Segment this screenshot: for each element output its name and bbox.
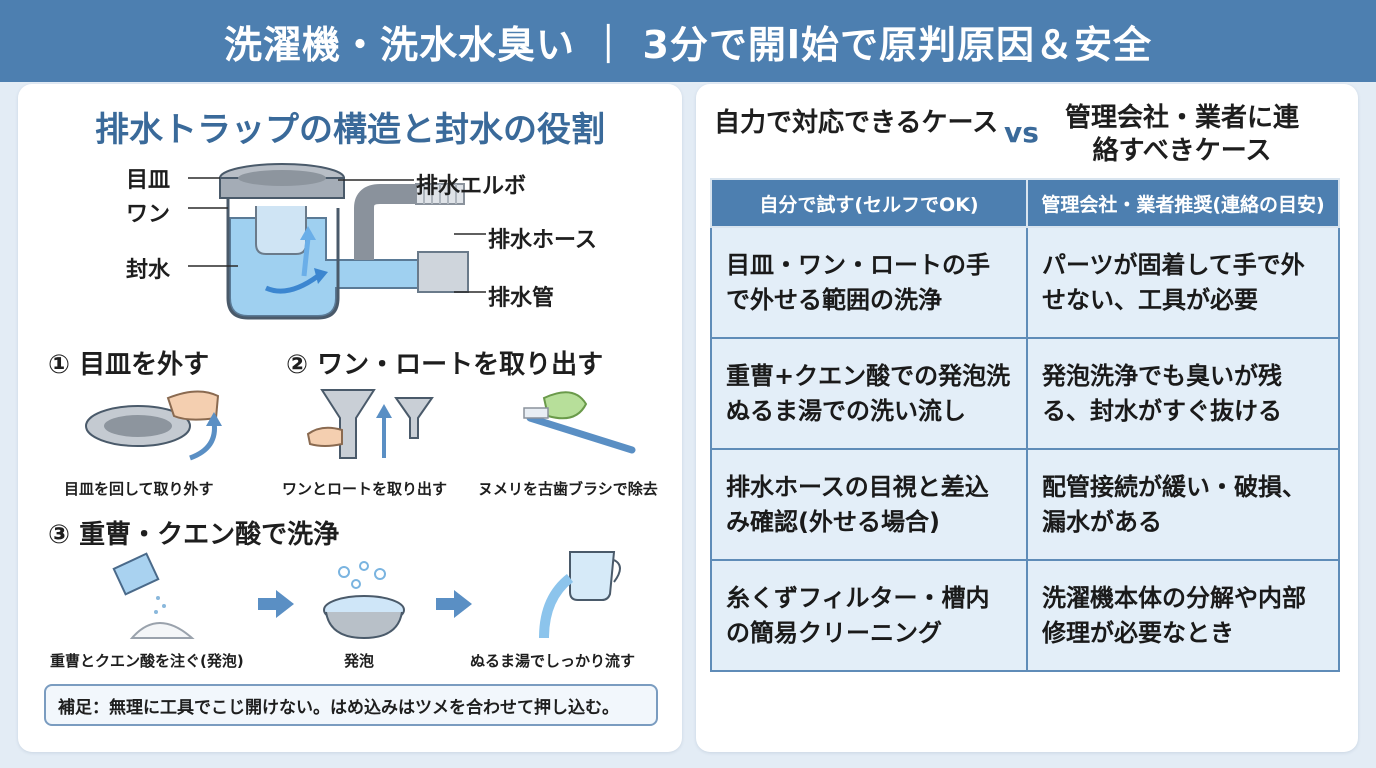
label-fuusui: 封水 [126, 258, 171, 283]
trap-structure-title: 排水トラップの構造と封水の役割 [95, 110, 605, 150]
drain-pipe-shape [417, 251, 469, 293]
label-pipe: 排水管 [488, 286, 555, 311]
remove-cup-illustration [306, 389, 434, 459]
jug-icon [569, 551, 616, 601]
comparison-panel: 自力で対応できるケース vs 管理会社・業者に連絡すべきケース 自分で試す(セル… [696, 84, 1358, 752]
comparison-table: 自分で試す(セルフでOK) 管理会社・業者推奨(連絡の目安) 目皿・ワン・ロート… [710, 178, 1340, 672]
vs-label: vs [1004, 116, 1039, 149]
self-case-heading: 自力で対応できるケース [714, 108, 999, 138]
table-cell: 配管接続が緩い・破損、漏水がある [1026, 448, 1340, 561]
trap-body-outline [226, 198, 340, 320]
contact-case-heading: 管理会社・業者に連絡すべきケース [1064, 103, 1299, 166]
rotate-arrow-icon [189, 421, 217, 461]
table-cell: パーツが固着して手で外せない、工具が必要 [1026, 226, 1340, 339]
table-row: 重曹+クエン酸での発泡洗ぬるま湯での洗い流し 発泡洗浄でも臭いが残る、封水がすぐ… [710, 337, 1340, 450]
foam-bowl-illustration [323, 561, 405, 640]
page-title: 洗濯機・洗水水臭い ｜ 3分で開l始で原判原因＆安全 [224, 22, 1152, 67]
table-cell: 発泡洗浄でも臭いが残る、封水がすぐ抜ける [1026, 337, 1340, 450]
step3-caption-b: 発泡 [344, 652, 375, 670]
table-header-row: 自分で試す(セルフでOK) 管理会社・業者推奨(連絡の目安) [710, 178, 1340, 228]
toothbrush-icon [526, 414, 636, 454]
table-row: 糸くずフィルター・槽内の簡易クリーニング 洗濯機本体の分解や内部修理が必要なとき [710, 559, 1340, 672]
step3-caption-a: 重曹とクエン酸を注ぐ(発泡) [50, 652, 244, 670]
grate-holes [238, 170, 326, 186]
trap-structure-panel: 排水トラップの構造と封水の役割 目皿 ワン 封水 排水エルボ 排水ホース 排 [18, 84, 682, 752]
column-header-self: 自分で試す(セルフでOK) [710, 178, 1028, 228]
hand-icon [306, 426, 343, 447]
page-header: 洗濯機・洗水水臭い ｜ 3分で開l始で原判原因＆安全 [0, 0, 1376, 82]
table-cell: 糸くずフィルター・槽内の簡易クリーニング [710, 559, 1028, 672]
trap-inner-cup [255, 206, 307, 255]
pour-water-illustration [539, 551, 621, 639]
table-cell: 洗濯機本体の分解や内部修理が必要なとき [1026, 559, 1340, 672]
flow-arrow-1 [264, 273, 320, 294]
label-me-zara: 目皿 [126, 168, 171, 193]
arrow-right-icon-2 [436, 590, 472, 618]
remove-grate-illustration [85, 390, 222, 461]
flow-arrow-2 [301, 237, 311, 277]
step1-caption: 目皿を回して取り外す [64, 480, 214, 498]
bowl-icon [325, 611, 403, 640]
arrow-right-icon [258, 590, 294, 618]
toothbrush-illustration [523, 391, 636, 454]
supplement-note: 補足：無理に工具でこじ開けない。はめ込みはツメを合わせて押し込む。 [44, 684, 658, 726]
table-cell: 排水ホースの目視と差込み確認(外せる場合) [710, 448, 1028, 561]
label-elbow: 排水エルボ [416, 174, 527, 199]
table-cell: 目皿・ワン・ロートの手で外せる範囲の洗浄 [710, 226, 1028, 339]
column-header-contact: 管理会社・業者推奨(連絡の目安) [1026, 178, 1340, 228]
drain-trap-diagram [188, 163, 469, 320]
hand-icon [166, 390, 220, 421]
water-stream-icon [539, 574, 574, 639]
table-cell: 重曹+クエン酸での発泡洗ぬるま湯での洗い流し [710, 337, 1028, 450]
step2-caption-a: ワンとロートを取り出す [282, 480, 448, 498]
label-wan: ワン [126, 202, 171, 227]
step3-caption-c: ぬるま湯でしっかり流す [470, 652, 636, 670]
flow-arrow-head-2 [300, 226, 316, 240]
step2-title: ② ワン・ロートを取り出す [286, 350, 604, 380]
slime-icon [542, 391, 588, 420]
pour-powder-illustration [112, 552, 195, 639]
powder-pile-icon [129, 622, 195, 639]
table-row: 目皿・ワン・ロートの手で外せる範囲の洗浄 パーツが固着して手で外せない、工具が必… [710, 226, 1340, 339]
step2-caption-b: ヌメリを古歯ブラシで除去 [478, 480, 658, 498]
table-row: 排水ホースの目視と差込み確認(外せる場合) 配管接続が緩い・破損、漏水がある [710, 448, 1340, 561]
step3-title: ③ 重曹・クエン酸で洗浄 [48, 520, 340, 550]
elbow-pipe [354, 184, 416, 260]
label-hose: 排水ホース [488, 228, 597, 253]
flow-arrow-head-1 [314, 268, 328, 284]
powder-box-icon [112, 552, 160, 596]
step1-title: ① 目皿を外す [48, 350, 210, 380]
